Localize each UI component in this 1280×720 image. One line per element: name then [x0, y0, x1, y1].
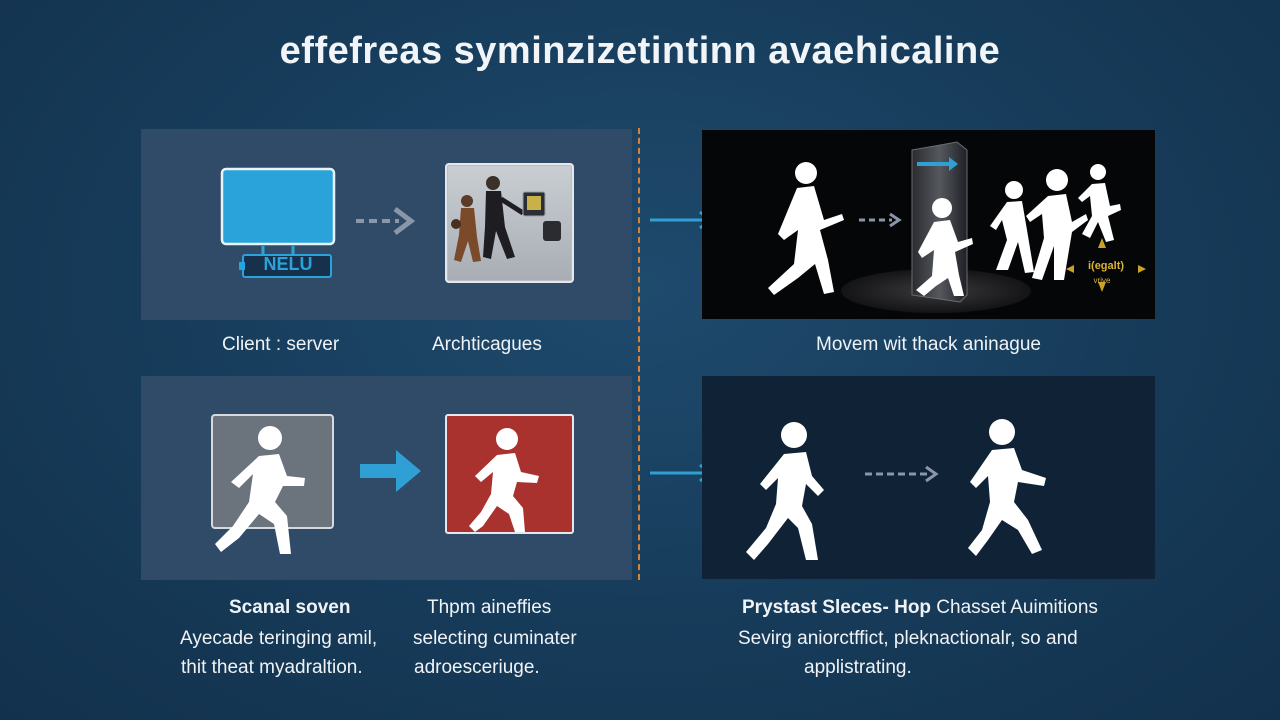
runner-group-icon — [990, 164, 1121, 280]
caption-client-server: Client : server — [222, 334, 340, 355]
runner-icon — [968, 419, 1046, 556]
client-server-panel: NELU — [141, 129, 632, 320]
badge-text: i(egalt) — [1087, 260, 1125, 272]
legal-badge-icon — [1066, 238, 1146, 292]
desc-line1-left: Ayecade teringing amil, — [180, 628, 378, 649]
badge-subtext: vrive — [1093, 276, 1111, 285]
caption-movement: Movem wit thack aninague — [816, 334, 1041, 355]
desc-right-line2: applistrating. — [804, 657, 912, 678]
heading-prystast-rest: Chasset Auimitions — [931, 597, 1098, 618]
dashed-arrow-icon — [356, 207, 416, 235]
runner-icon — [768, 162, 844, 295]
scanal-panel — [141, 376, 632, 580]
desc-line1-right: selecting cuminater — [413, 628, 577, 649]
runner-gray-box — [211, 414, 334, 554]
monitor-label: NELU — [263, 254, 313, 274]
dashed-arrow-icon — [859, 212, 902, 228]
runner-transition-illustration — [211, 414, 574, 554]
heading-thpm: Thpm aineffies — [427, 597, 552, 618]
movement-animation-panel: i(egalt) vrive — [702, 130, 1155, 319]
prystast-panel — [702, 376, 1155, 579]
desc-line2-right: adroesceriuge. — [414, 657, 540, 678]
dashed-divider — [638, 128, 640, 580]
runner-icon — [746, 422, 824, 560]
monitor-icon — [220, 167, 336, 278]
page-title: effefreas syminzizetintinn avaehicaline — [279, 30, 1001, 72]
runner-icon — [916, 198, 973, 296]
arrow-right-icon — [360, 450, 421, 492]
caption-architectures: Archticagues — [432, 334, 542, 355]
heading-scanal: Scanal soven — [229, 597, 351, 618]
running-figures-illustration — [768, 141, 1146, 313]
desc-line2-left: thit theat myadraltion. — [181, 657, 363, 678]
people-with-device-image — [445, 163, 574, 283]
runner-red-box — [445, 414, 574, 534]
heading-prystast-bold: Prystast Sleces- Hop — [742, 597, 932, 618]
client-server-illustration — [220, 163, 574, 283]
dashed-arrow-icon — [865, 465, 939, 483]
heading-prystast: Prystast Sleces- Hop Chasset Auimitions — [742, 597, 1098, 619]
desc-right-line1: Sevirg aniorctffict, pleknactionalr, so … — [738, 628, 1078, 649]
runner-pair-illustration — [746, 419, 1046, 560]
